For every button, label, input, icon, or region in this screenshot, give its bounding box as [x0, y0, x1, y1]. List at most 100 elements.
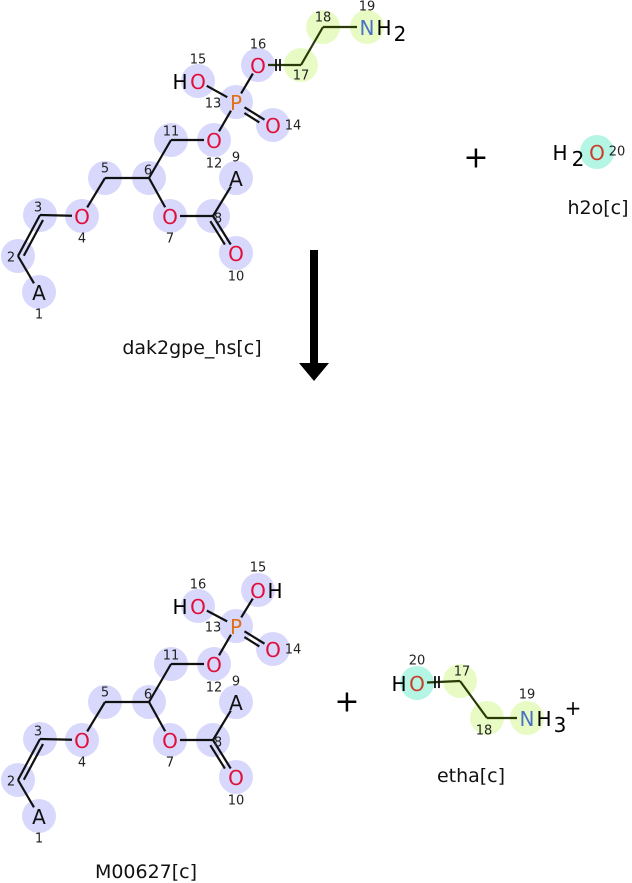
- etha-atom-17-number: 17: [454, 665, 471, 680]
- reactant-name-dak2gpe: dak2gpe_hs[c]: [122, 337, 261, 359]
- dak2gpe-atom-12-number: 12: [206, 157, 223, 172]
- m00627-atom-12-symbol: O: [206, 653, 222, 677]
- m00627-atom-16-hydrogen: H: [172, 595, 187, 619]
- reactant-name-h2o: h2o[c]: [567, 197, 628, 219]
- reaction-arrow: [299, 250, 329, 381]
- dak2gpe-atom-15-number: 15: [190, 53, 207, 68]
- m00627-atom-15-symbol: O: [250, 579, 266, 603]
- dak2gpe-bond-3-4: [39, 213, 73, 217]
- m00627-bond-13-16: [206, 609, 228, 623]
- dak2gpe-bond-2-3-second: [22, 219, 44, 257]
- m00627-atom-11-number: 11: [163, 649, 180, 664]
- etha-atom-20-highlight: [400, 666, 434, 700]
- m00627-bond-3-4: [39, 737, 73, 741]
- m00627-atom-4-highlight: [65, 723, 99, 757]
- dak2gpe-atom-4-highlight: [65, 199, 99, 233]
- m00627-atom-9-highlight: [219, 685, 253, 719]
- etha-atom-19-charge: +: [565, 696, 582, 720]
- h2o-atom-20-hydrogen: H: [552, 141, 567, 165]
- m00627-atom-12-number: 12: [206, 681, 223, 696]
- dak2gpe-atom-11-number: 11: [163, 125, 180, 140]
- etha-atom-18-number: 18: [476, 724, 493, 739]
- dak2gpe-bond-12-13: [218, 110, 232, 132]
- m00627-atom-1-highlight: [22, 799, 56, 833]
- dak2gpe-atom-19-hydrogen-count: 2: [394, 22, 407, 46]
- dak2gpe-atom-6-number: 6: [144, 164, 152, 179]
- m00627-bond-13-15: [240, 597, 254, 619]
- m00627-atom-9-symbol: A: [229, 691, 243, 715]
- m00627-atom-13-symbol: P: [230, 615, 242, 639]
- dak2gpe-atom-16-number: 16: [250, 38, 267, 53]
- etha-atom-19-symbol: N: [520, 707, 535, 731]
- dak2gpe-atom-7-symbol: O: [162, 205, 178, 229]
- dak2gpe-atom-9-number: 9: [232, 151, 240, 166]
- m00627-atom-5-number: 5: [101, 686, 109, 701]
- dak2gpe-bond-8-9: [212, 185, 232, 217]
- dak2gpe-bond-6-11: [148, 139, 172, 179]
- m00627-bond-13-14-second: [243, 636, 260, 648]
- m00627-atom-13-highlight: [219, 609, 253, 643]
- dak2gpe-atom-1-highlight: [22, 275, 56, 309]
- dak2gpe-atom-2-number: 2: [7, 251, 15, 266]
- etha-atom-20-number: 20: [409, 654, 426, 669]
- m00627-atom-1-symbol: A: [32, 805, 46, 829]
- etha-atom-20-symbol: O: [409, 672, 425, 696]
- dak2gpe-atom-19-hydrogen: H: [376, 16, 391, 40]
- dak2gpe-bond-13-14: [243, 106, 266, 121]
- etha-bond-17-18: [459, 680, 488, 719]
- dak2gpe-atom-4-number: 4: [78, 232, 86, 247]
- dak2gpe-atom-15-hydrogen: H: [172, 70, 187, 94]
- m00627-atom-16-highlight: [181, 589, 215, 623]
- m00627-atom-15-hydrogen: H: [267, 579, 282, 603]
- dak2gpe-atom-9-symbol: A: [229, 167, 243, 191]
- dak2gpe-atom-14-number: 14: [285, 119, 302, 134]
- m00627-atom-4-number: 4: [78, 756, 86, 771]
- m00627-atom-1-number: 1: [35, 832, 43, 847]
- dak2gpe-bond-13-15: [206, 84, 228, 99]
- dak2gpe-atom-16-symbol: O: [250, 54, 266, 78]
- dak2gpe-atom-19-highlight: [350, 10, 384, 44]
- m00627-atom-4-symbol: O: [74, 729, 90, 753]
- etha-atom-19-hydrogen-count: 3: [554, 713, 567, 737]
- plus-sign-reactants: +: [463, 141, 488, 176]
- dak2gpe-atom-13-number: 13: [205, 97, 222, 112]
- m00627-atom-2-number: 2: [7, 775, 15, 790]
- bonds: [17, 25, 517, 808]
- m00627-atom-14-highlight: [256, 632, 290, 666]
- m00627-atom-7-symbol: O: [162, 729, 178, 753]
- dak2gpe-bond-13-16: [240, 73, 254, 94]
- dak2gpe-bond-17-18: [300, 26, 324, 66]
- dak2gpe-atom-16-highlight: [241, 48, 275, 82]
- dak2gpe-atom-19-symbol: N: [360, 16, 375, 40]
- m00627-atom-10-number: 10: [228, 794, 245, 809]
- etha-bond-20-17: [426, 679, 461, 684]
- m00627-atom-3-number: 3: [34, 725, 42, 740]
- dak2gpe-bond-8-10-second: [209, 220, 226, 246]
- dak2gpe-atom-10-highlight: [219, 236, 253, 270]
- dak2gpe-atom-17-number: 17: [293, 69, 310, 84]
- m00627-atom-15-number: 15: [250, 561, 267, 576]
- etha-atom-20-hydrogen: H: [391, 672, 406, 696]
- m00627-bond-1-2: [17, 779, 35, 808]
- dak2gpe-atom-15-highlight: [181, 64, 215, 98]
- dak2gpe-atom-10-symbol: O: [228, 242, 244, 266]
- m00627-bond-6-7: [148, 701, 167, 732]
- dak2gpe-atom-12-symbol: O: [206, 129, 222, 153]
- m00627-bond-6-11: [148, 663, 172, 703]
- etha-atom-19-highlight: [510, 701, 544, 735]
- m00627-atom-10-highlight: [219, 760, 253, 794]
- h2o-atom-20-symbol: O: [589, 141, 605, 165]
- h2o-atom-20-highlight: [580, 135, 614, 169]
- dak2gpe-bond-6-7: [148, 177, 167, 208]
- m00627-atom-14-symbol: O: [265, 638, 281, 662]
- dak2gpe-bond-8-10: [212, 215, 232, 246]
- etha-atom-19-hydrogen: H: [536, 707, 551, 731]
- h2o-atom-20-number: 20: [609, 145, 626, 160]
- plus-sign-products: +: [334, 685, 359, 720]
- dak2gpe-atom-7-highlight: [153, 199, 187, 233]
- dak2gpe-atom-9-highlight: [219, 161, 253, 195]
- h2o-atom-20-hydrogen-count: 2: [572, 147, 585, 171]
- m00627-bond-8-10-second: [209, 744, 226, 770]
